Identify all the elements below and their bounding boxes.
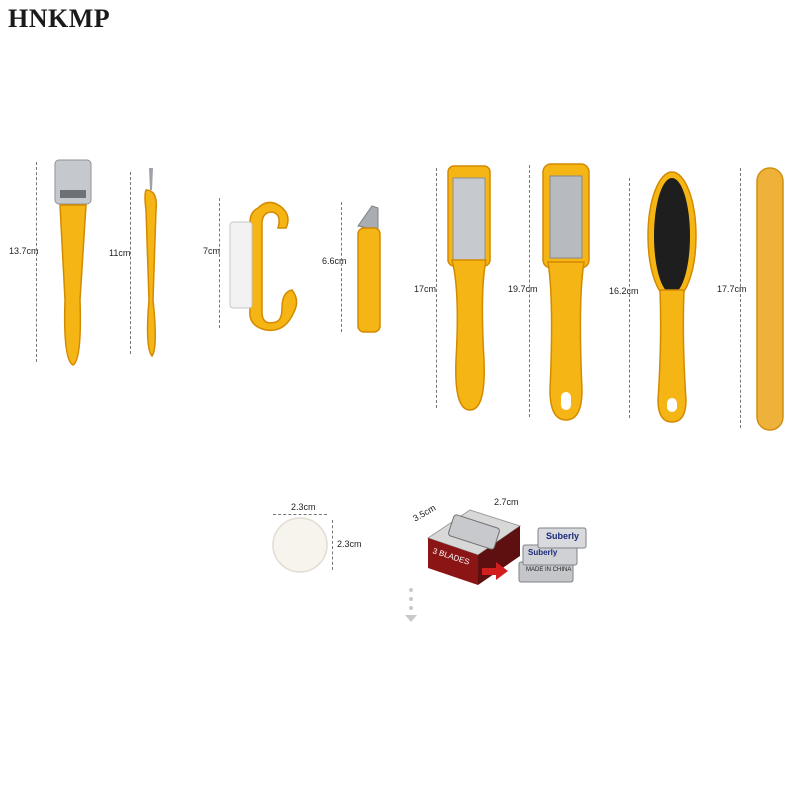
emery-foot-file (647, 171, 697, 423)
dimension-cuticle-knife: 6.6cm (322, 256, 347, 266)
dimension-emery-foot-file: 16.2cm (609, 286, 639, 296)
razor-blades (518, 527, 587, 583)
cuticle-knife (357, 205, 381, 333)
grater-foot-file (542, 163, 590, 421)
dimension-sponge-width: 2.3cm (291, 502, 316, 512)
cuticle-pusher (144, 168, 158, 358)
nail-brush (229, 201, 298, 332)
arrow-right-icon (482, 562, 508, 580)
blade-box (426, 509, 522, 585)
dimension-callus-shaver: 13.7cm (9, 246, 39, 256)
steel-foot-file (447, 165, 491, 411)
dimension-cuticle-pusher: 11cm (109, 248, 131, 258)
sponge (272, 517, 328, 573)
dimension-nail-file: 17.7cm (717, 284, 747, 294)
scroll-down-indicator (405, 588, 417, 627)
brand-logo: HNKMP (8, 4, 111, 33)
dimension-blade-box-width: 2.7cm (494, 497, 519, 507)
blade-brand-label: Suberly (546, 531, 580, 541)
nail-file (756, 167, 784, 431)
dimension-grater-foot-file: 19.7cm (508, 284, 538, 294)
blade-origin-label: MADE IN CHINA (526, 567, 572, 573)
blade-brand-label-alt: Suberly (528, 548, 558, 557)
dimension-steel-foot-file: 17cm (414, 284, 437, 294)
dimension-nail-brush: 7cm (203, 246, 221, 256)
callus-shaver (54, 159, 92, 366)
dimension-sponge-height: 2.3cm (337, 539, 362, 549)
